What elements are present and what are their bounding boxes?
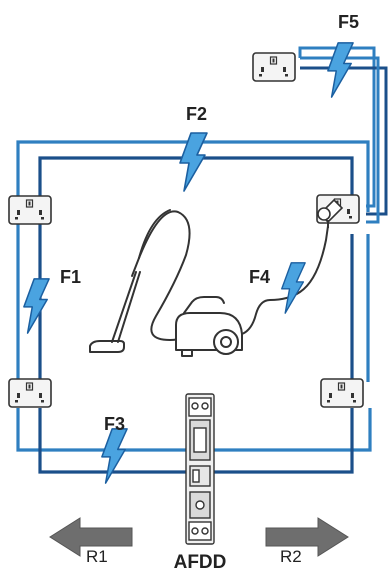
direction-label-left: R1: [86, 547, 108, 566]
afdd-device: [185, 393, 215, 545]
fault-label-f2: F2: [186, 104, 207, 124]
arrow-left-icon: [49, 517, 133, 557]
fault-bolt-f3: [101, 428, 128, 484]
fault-bolt-f4: [281, 262, 306, 314]
fault-bolt-f5: [327, 42, 354, 98]
fault-label-f3: F3: [104, 414, 125, 434]
socket-left-lower: [8, 378, 52, 408]
fault-bolt-f1: [23, 278, 50, 334]
socket-right-lower: [320, 378, 364, 408]
arrow-right-icon: [265, 517, 349, 557]
socket-left-upper: [8, 195, 52, 225]
socket-spur-remote: [252, 52, 296, 82]
fault-label-f5: F5: [338, 12, 359, 32]
plug-icon: [317, 198, 344, 228]
vacuum-cleaner-icon: [89, 209, 329, 357]
direction-label-right: R2: [280, 547, 302, 566]
afdd-label: AFDD: [174, 552, 227, 572]
fault-label-f1: F1: [60, 267, 81, 287]
fault-label-f4: F4: [249, 267, 270, 287]
